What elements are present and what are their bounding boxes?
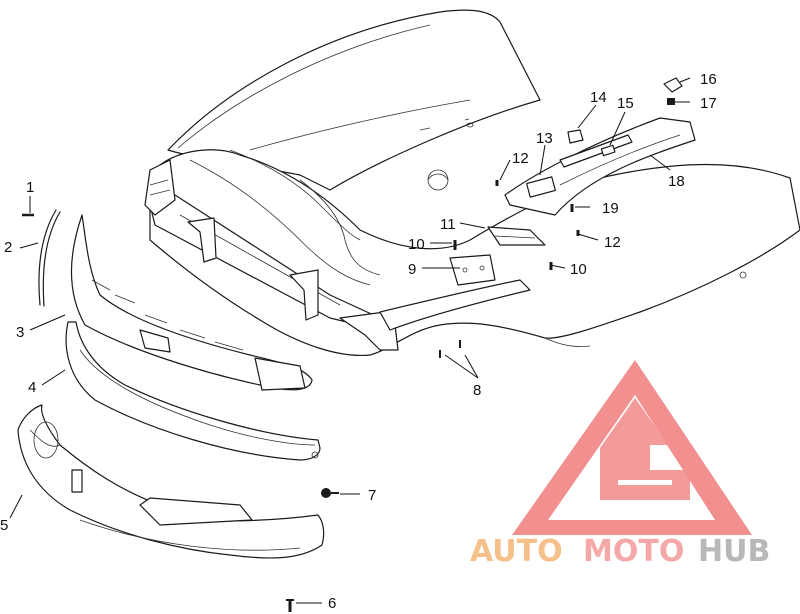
part-16-fastener xyxy=(663,77,683,105)
callout-17: 17 xyxy=(700,95,717,112)
watermark-auto: AUTO xyxy=(470,534,563,569)
watermark-logo xyxy=(512,360,752,535)
callout-2: 2 xyxy=(4,239,12,256)
callout-10b: 10 xyxy=(570,261,587,278)
callout-12a: 12 xyxy=(512,150,529,167)
part-9-bracket xyxy=(449,254,496,286)
callout-8: 8 xyxy=(473,382,481,399)
callout-12b: 12 xyxy=(604,234,621,251)
part-14-clip xyxy=(567,129,584,144)
part-3-grille xyxy=(70,214,313,391)
callout-16: 16 xyxy=(700,71,717,88)
callout-19: 19 xyxy=(602,200,619,217)
callout-14: 14 xyxy=(590,89,607,106)
watermark-hub: HUB xyxy=(698,534,770,569)
part-2-trim-strip xyxy=(38,209,61,307)
callout-10a: 10 xyxy=(408,236,425,253)
part-18-bracket-panel xyxy=(504,117,696,216)
part-7-screw xyxy=(321,488,339,498)
callout-6: 6 xyxy=(328,595,336,612)
small-bolts xyxy=(439,180,580,358)
part-4-lower-rail xyxy=(65,321,321,461)
callout-9: 9 xyxy=(408,261,416,278)
callout-7: 7 xyxy=(368,487,376,504)
chassis-body xyxy=(144,149,800,357)
part-17-nut xyxy=(667,98,675,105)
callout-labels: 1 2 3 4 5 6 7 8 9 10 10 11 12 12 13 14 1… xyxy=(0,71,717,612)
callout-11: 11 xyxy=(440,216,456,233)
callout-4: 4 xyxy=(28,379,36,396)
callout-3: 3 xyxy=(16,324,24,341)
part-5-bumper-shell xyxy=(17,404,325,559)
part-11-bracket xyxy=(487,226,546,246)
callout-5: 5 xyxy=(0,517,8,534)
leader-lines xyxy=(9,77,691,604)
callout-1: 1 xyxy=(26,179,34,196)
part-6-screw xyxy=(286,599,294,612)
callout-13: 13 xyxy=(536,130,553,147)
watermark-text: AUTO MOTO HUB xyxy=(470,534,770,569)
callout-15: 15 xyxy=(617,95,634,112)
watermark-moto: MOTO xyxy=(583,534,684,569)
part-15-strip xyxy=(559,134,633,168)
callout-18: 18 xyxy=(668,173,685,190)
